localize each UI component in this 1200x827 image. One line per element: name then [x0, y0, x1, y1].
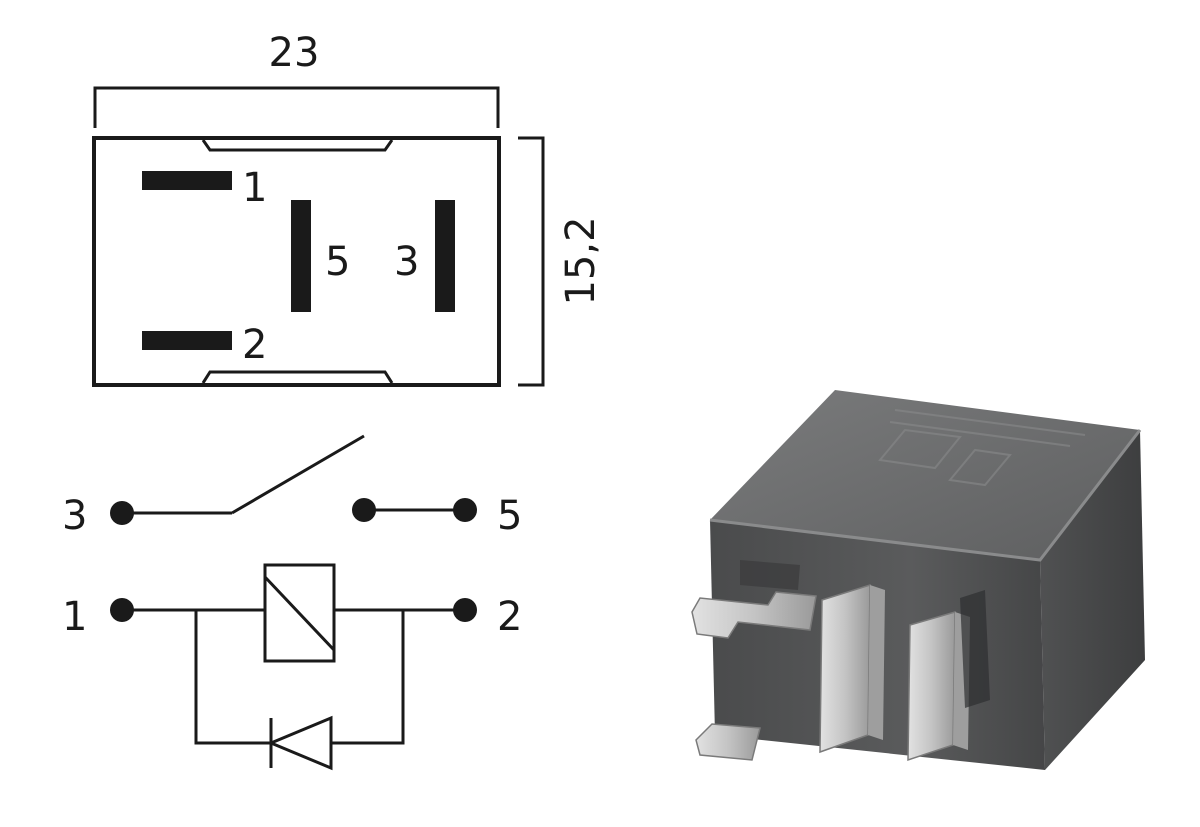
diode-symbol — [267, 715, 333, 771]
pin-pad-1 — [142, 171, 232, 190]
width-dimension — [93, 86, 500, 128]
terminal-blade-bottom — [695, 723, 761, 761]
terminal-dot-5a — [352, 498, 376, 522]
pin-label-5: 5 — [325, 239, 350, 285]
pin-pad-3 — [435, 200, 455, 312]
coil-circuit — [122, 563, 465, 663]
terminal-label-5: 5 — [497, 493, 522, 539]
terminal-label-1: 1 — [62, 594, 87, 640]
coil-diagonal — [263, 575, 336, 652]
schematic — [122, 434, 465, 771]
terminal-dot-2 — [453, 598, 477, 622]
bottom-notch — [201, 370, 394, 384]
switch-blade — [231, 434, 365, 515]
relay-terminals — [691, 583, 970, 762]
terminal-dot-3 — [110, 501, 134, 525]
diode-loop — [194, 610, 405, 771]
height-label: 15,2 — [558, 216, 604, 305]
top-notch — [201, 139, 394, 152]
relay-photo — [691, 390, 1145, 770]
pin-label-3: 3 — [394, 239, 419, 285]
terminal-dot-1 — [110, 598, 134, 622]
terminal-blade-left — [691, 591, 817, 639]
terminal-label-3: 3 — [62, 493, 87, 539]
footprint-view: 23 15,2 1 2 5 3 — [92, 30, 604, 387]
relay-top-face — [710, 390, 1140, 560]
pin-pad-2 — [142, 331, 232, 350]
pin-label-1: 1 — [242, 165, 267, 211]
height-dimension — [518, 136, 545, 387]
top-markings — [878, 409, 1086, 487]
width-label: 23 — [269, 30, 320, 76]
coil-box — [263, 563, 336, 663]
pin-label-2: 2 — [242, 322, 267, 368]
relay-side-face — [1040, 430, 1145, 770]
terminal-dot-5 — [453, 498, 477, 522]
switch-contact — [122, 434, 462, 515]
terminal-label-2: 2 — [497, 594, 522, 640]
terminal-blade-center — [819, 583, 871, 754]
terminal-blade-right — [907, 610, 956, 762]
pin-pad-5 — [291, 200, 311, 312]
terminal-dots — [110, 498, 477, 622]
